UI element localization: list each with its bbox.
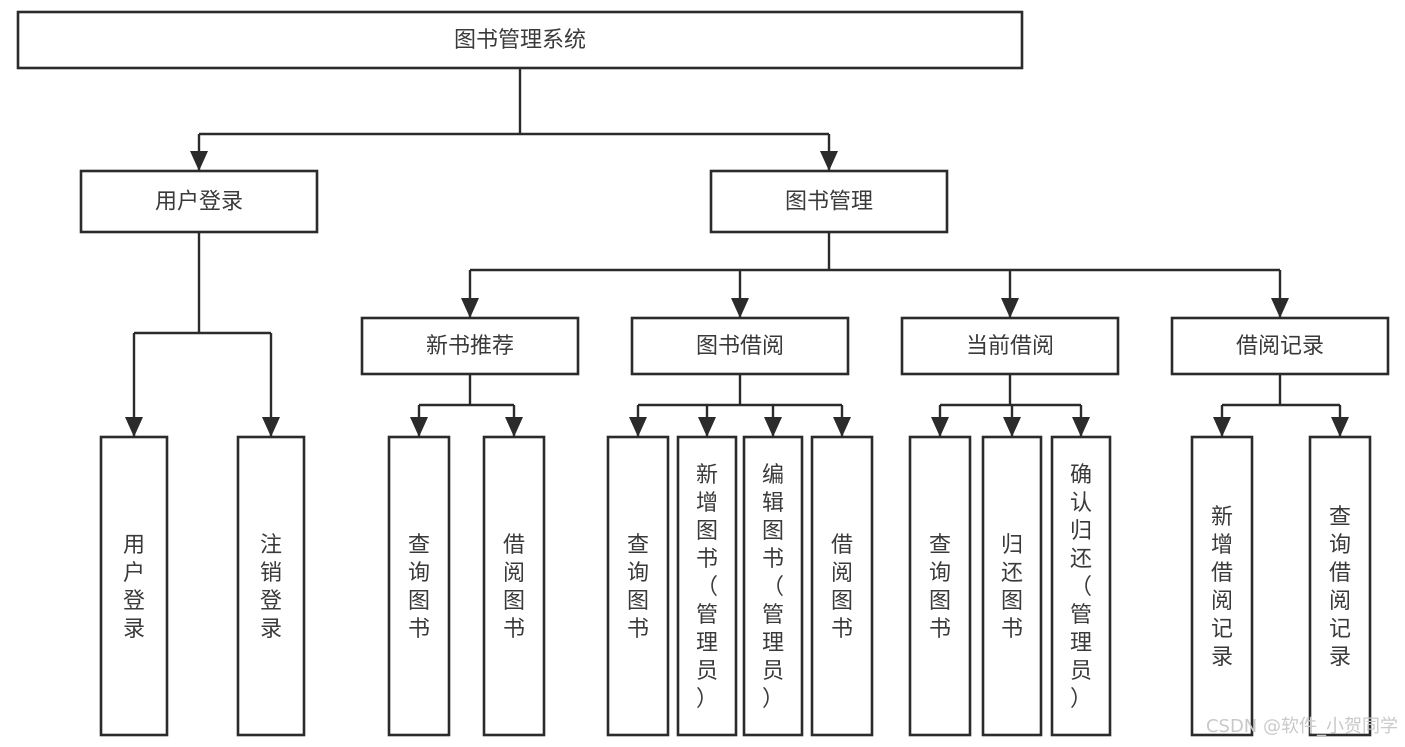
node-book-manage-box[interactable]	[709, 169, 949, 234]
node-book-borrow-box[interactable]	[630, 316, 850, 376]
node-leaf-edit-book-label: 编辑图书（管理员）	[762, 463, 784, 712]
node-leaf-logout[interactable]: 注销登录	[236, 435, 306, 737]
arrow-head-icon	[461, 298, 479, 318]
node-leaf-query-book-label: 查询图书	[627, 533, 649, 642]
node-borrow-record[interactable]: 借阅记录	[1170, 316, 1390, 376]
node-user-login-label: 用户登录	[155, 190, 243, 215]
arrow-head-icon	[629, 417, 647, 437]
node-leaf-edit-book-box[interactable]	[742, 435, 804, 737]
arrow-head-icon	[820, 151, 838, 171]
arrow-head-icon	[764, 417, 782, 437]
arrow-head-icon	[931, 417, 949, 437]
node-leaf-query-record-box[interactable]	[1308, 435, 1372, 737]
node-leaf-query-book-box[interactable]	[606, 435, 670, 737]
node-leaf-borrow-book-rec-label: 借阅图书	[503, 533, 525, 642]
node-leaf-add-record-label: 新增借阅记录	[1211, 505, 1233, 670]
node-root-label: 图书管理系统	[454, 28, 586, 53]
node-leaf-add-book-box[interactable]	[676, 435, 738, 737]
node-leaf-query-record-label: 查询借阅记录	[1329, 505, 1351, 670]
node-leaf-logout-label: 注销登录	[260, 533, 282, 642]
node-current-borrow[interactable]: 当前借阅	[900, 316, 1120, 376]
arrow-head-icon	[731, 298, 749, 318]
arrow-head-icon	[190, 151, 208, 171]
node-borrow-record-label: 借阅记录	[1236, 334, 1324, 359]
node-leaf-query-book-cur-label: 查询图书	[929, 533, 951, 642]
node-leaf-query-book-rec-box[interactable]	[387, 435, 451, 737]
arrow-head-icon	[1331, 417, 1349, 437]
node-leaf-add-book-label: 新增图书（管理员）	[696, 463, 718, 712]
arrow-head-icon	[1001, 298, 1019, 318]
node-book-manage-label: 图书管理	[785, 190, 873, 215]
node-leaf-confirm-return-label: 确认归还（管理员）	[1070, 463, 1092, 712]
node-leaf-return-book-box[interactable]	[981, 435, 1043, 737]
node-new-book-recommend[interactable]: 新书推荐	[360, 316, 580, 376]
node-book-borrow[interactable]: 图书借阅	[630, 316, 850, 376]
arrow-head-icon	[833, 417, 851, 437]
node-leaf-add-record-box[interactable]	[1190, 435, 1254, 737]
node-leaf-borrow-book-box[interactable]	[810, 435, 874, 737]
arrow-head-icon	[1072, 417, 1090, 437]
node-book-borrow-label: 图书借阅	[696, 334, 784, 359]
node-new-book-recommend-label: 新书推荐	[426, 334, 514, 359]
node-leaf-logout-box[interactable]	[236, 435, 306, 737]
node-leaf-query-book-cur-box[interactable]	[908, 435, 972, 737]
node-leaf-query-record[interactable]: 查询借阅记录	[1308, 435, 1372, 737]
node-leaf-borrow-book-rec[interactable]: 借阅图书	[482, 435, 546, 737]
node-leaf-return-book[interactable]: 归还图书	[981, 435, 1043, 737]
arrow-head-icon	[1003, 417, 1021, 437]
node-book-manage[interactable]: 图书管理	[709, 169, 949, 234]
arrow-head-icon	[1213, 417, 1231, 437]
node-leaf-query-book[interactable]: 查询图书	[606, 435, 670, 737]
nodes-layer: 图书管理系统用户登录图书管理新书推荐图书借阅当前借阅借阅记录用户登录注销登录查询…	[16, 10, 1390, 737]
arrow-head-icon	[698, 417, 716, 437]
node-leaf-add-record[interactable]: 新增借阅记录	[1190, 435, 1254, 737]
arrow-head-icon	[262, 417, 280, 437]
node-current-borrow-box[interactable]	[900, 316, 1120, 376]
edges-layer	[125, 68, 1349, 437]
node-leaf-edit-book[interactable]: 编辑图书（管理员）	[742, 435, 804, 737]
node-leaf-query-book-cur[interactable]: 查询图书	[908, 435, 972, 737]
node-user-login-box[interactable]	[79, 169, 319, 234]
node-current-borrow-label: 当前借阅	[966, 334, 1054, 359]
node-new-book-recommend-box[interactable]	[360, 316, 580, 376]
arrow-head-icon	[410, 417, 428, 437]
node-leaf-return-book-label: 归还图书	[1001, 533, 1023, 642]
node-leaf-borrow-book-label: 借阅图书	[831, 533, 853, 642]
arrow-head-icon	[505, 417, 523, 437]
node-leaf-borrow-book-rec-box[interactable]	[482, 435, 546, 737]
node-leaf-add-book[interactable]: 新增图书（管理员）	[676, 435, 738, 737]
node-leaf-query-book-rec[interactable]: 查询图书	[387, 435, 451, 737]
node-leaf-user-login[interactable]: 用户登录	[99, 435, 169, 737]
node-leaf-user-login-box[interactable]	[99, 435, 169, 737]
arrow-head-icon	[1271, 298, 1289, 318]
csdn-watermark: CSDN @软件_小贺同学	[1206, 716, 1398, 737]
node-user-login[interactable]: 用户登录	[79, 169, 319, 234]
node-root[interactable]: 图书管理系统	[16, 10, 1024, 70]
node-leaf-query-book-rec-label: 查询图书	[408, 533, 430, 642]
node-leaf-confirm-return-box[interactable]	[1050, 435, 1112, 737]
node-leaf-borrow-book[interactable]: 借阅图书	[810, 435, 874, 737]
node-leaf-user-login-label: 用户登录	[123, 533, 145, 642]
node-root-box[interactable]	[16, 10, 1024, 70]
node-leaf-confirm-return[interactable]: 确认归还（管理员）	[1050, 435, 1112, 737]
arrow-head-icon	[125, 417, 143, 437]
node-borrow-record-box[interactable]	[1170, 316, 1390, 376]
